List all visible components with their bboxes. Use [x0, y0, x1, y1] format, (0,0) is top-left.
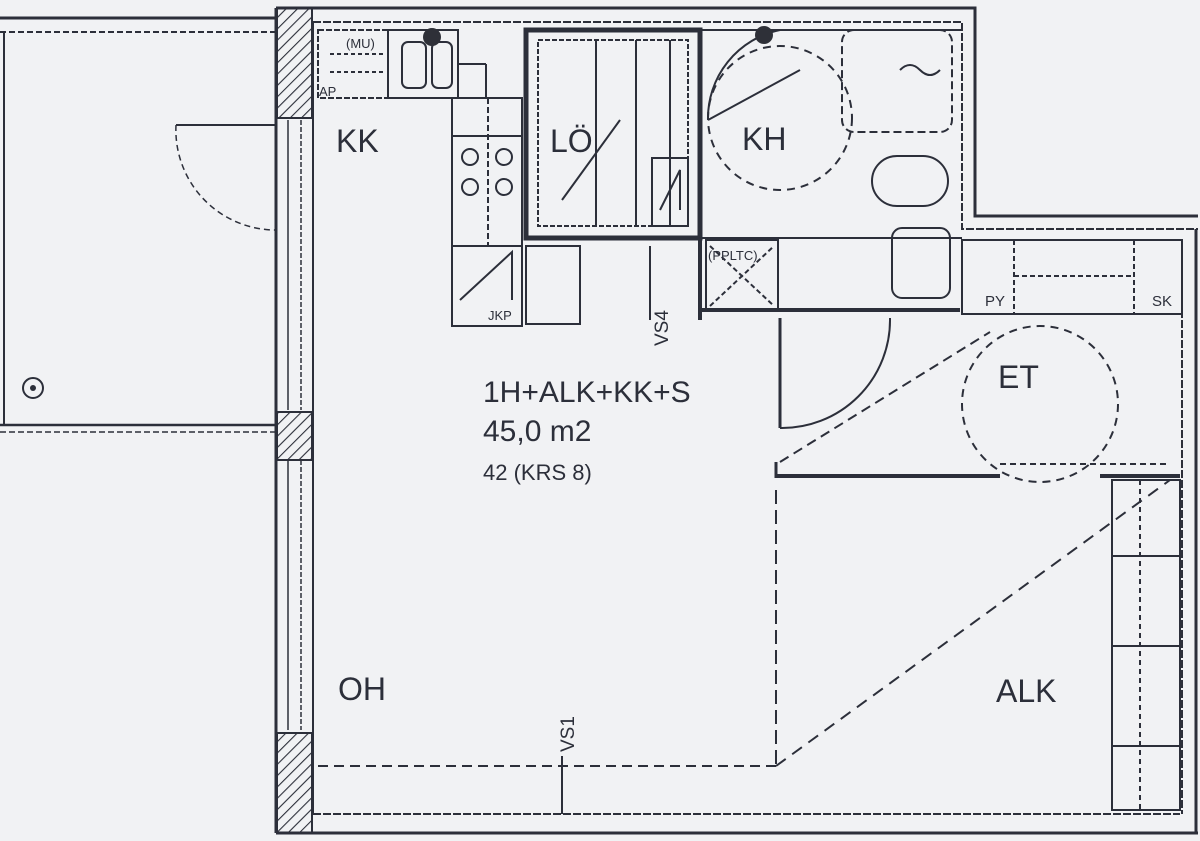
neighbour-balcony: [0, 16, 277, 433]
room-label-et: ET: [998, 359, 1039, 395]
room-label-oh: OH: [338, 671, 386, 707]
fixture-label-mu: (MU): [346, 36, 375, 51]
room-label-lo: LÖ: [550, 123, 593, 159]
marker-vs4: VS4: [652, 310, 673, 346]
marker-vs1: VS1: [558, 716, 579, 752]
fixture-label-ppltc: (PPLTC): [708, 248, 758, 263]
entrance-hall: [774, 239, 1183, 483]
pin-icon: [755, 26, 773, 44]
room-label-alk: ALK: [996, 673, 1056, 709]
fixture-label-py: PY: [985, 293, 1005, 310]
apartment-number: 42 (KRS 8): [483, 460, 592, 485]
apartment-type: 1H+ALK+KK+S: [483, 376, 691, 409]
room-label-kh: KH: [742, 121, 786, 157]
pin-icon: [423, 28, 441, 46]
fixture-label-jkp: JKP: [488, 308, 512, 323]
apartment-area: 45,0 m2: [483, 415, 591, 448]
exterior-walls: [274, 6, 1198, 835]
kitchen-counter: [317, 29, 581, 327]
structural-columns: [276, 7, 313, 834]
room-label-kk: KK: [336, 123, 379, 159]
bathroom: [698, 29, 962, 320]
drain-icon: [22, 377, 44, 399]
alcove: [318, 479, 1181, 814]
fixture-label-sk: SK: [1152, 293, 1172, 310]
fixture-label-ap: AP: [319, 84, 336, 99]
